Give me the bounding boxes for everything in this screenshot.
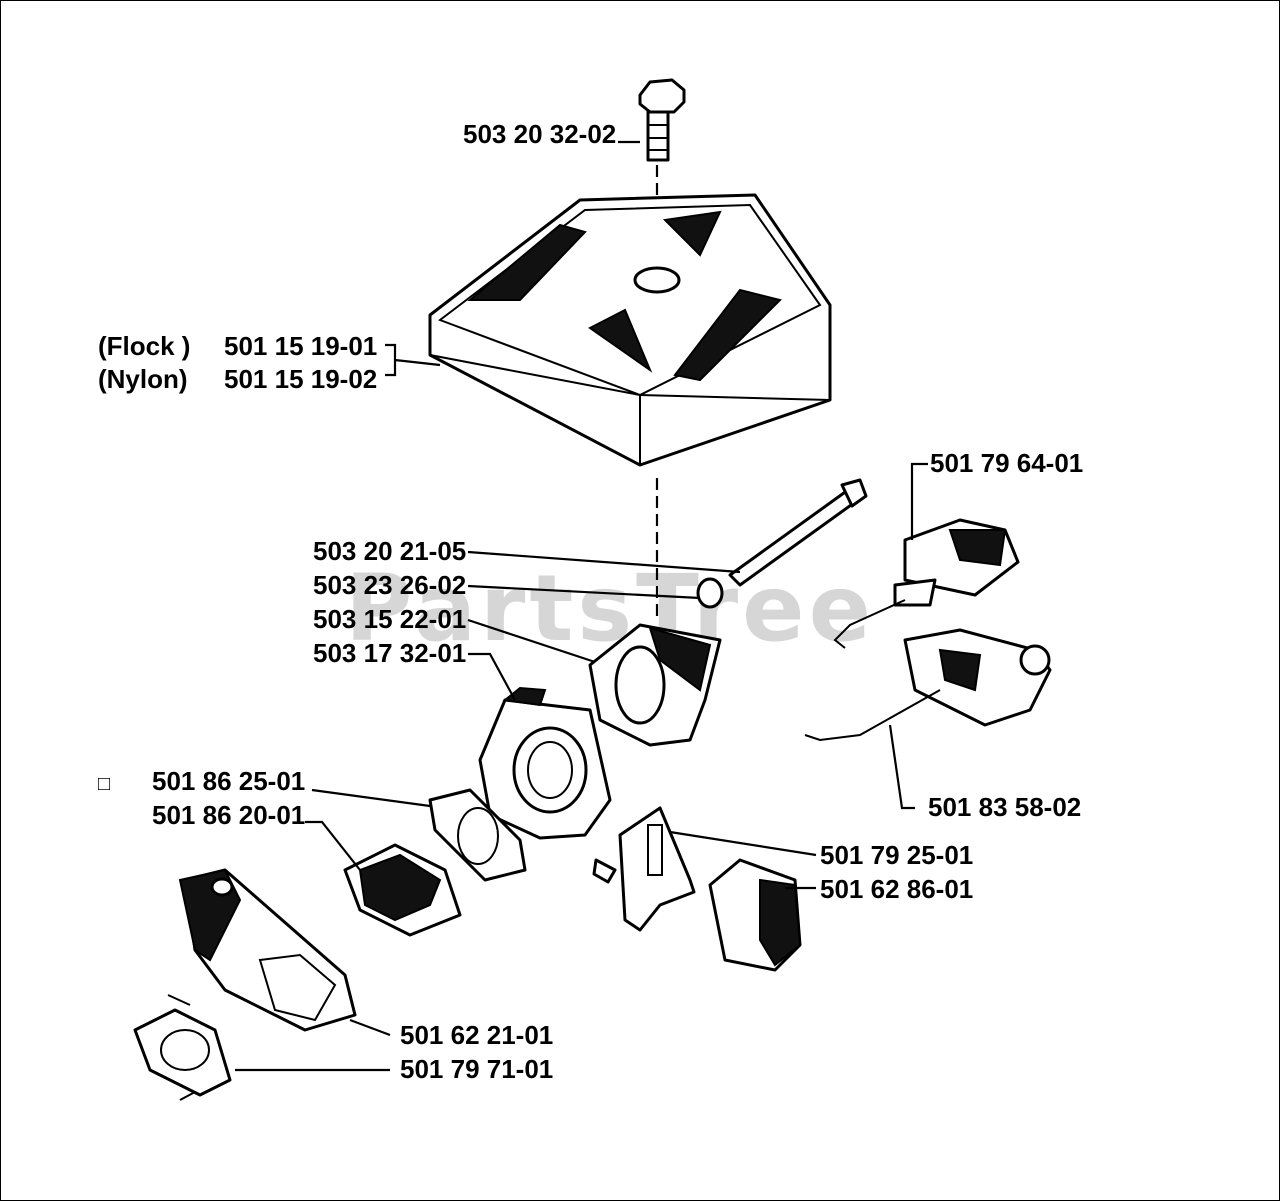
leader-washer bbox=[467, 584, 701, 600]
label-kit-square: □ bbox=[98, 773, 110, 795]
label-bolt-top: 503 20 32-02 bbox=[463, 119, 616, 149]
leader-adapter bbox=[467, 618, 596, 664]
plate[interactable] bbox=[618, 806, 696, 932]
gasket-block[interactable] bbox=[343, 843, 462, 937]
choke-lever[interactable] bbox=[833, 518, 1020, 649]
block[interactable] bbox=[708, 858, 802, 972]
label-washer: 503 23 26-02 bbox=[313, 570, 466, 600]
bolt-top[interactable] bbox=[638, 78, 686, 162]
leader-intake bbox=[349, 1018, 391, 1037]
adapter[interactable] bbox=[588, 623, 722, 747]
label-choke-lever: 501 79 64-01 bbox=[930, 448, 1083, 478]
leader-choke bbox=[910, 462, 928, 540]
label-throttle-rod: 501 83 58-02 bbox=[928, 792, 1081, 822]
flange[interactable] bbox=[133, 1008, 232, 1097]
flange-stud-top bbox=[167, 994, 191, 1006]
leader-screw bbox=[467, 550, 741, 574]
label-screw-long: 503 20 21-05 bbox=[313, 536, 466, 566]
washer[interactable] bbox=[696, 577, 724, 609]
leader-gasket bbox=[305, 820, 361, 871]
label-flock: (Flock ) bbox=[98, 331, 190, 361]
label-adapter: 503 15 22-01 bbox=[313, 604, 466, 634]
label-gasket: 501 86 20-01 bbox=[152, 800, 305, 830]
label-carburetor: 503 17 32-01 bbox=[313, 638, 466, 668]
watermark: PartsTree bbox=[345, 555, 875, 662]
label-nylon: (Nylon) bbox=[98, 364, 188, 394]
air-filter-cover[interactable] bbox=[428, 193, 832, 467]
screw-long[interactable] bbox=[728, 478, 868, 587]
carburetor[interactable] bbox=[478, 686, 617, 884]
label-plate: 501 79 25-01 bbox=[820, 840, 973, 870]
label-filter-flock: 501 15 19-01 bbox=[224, 331, 377, 361]
leader-carburetor bbox=[468, 652, 516, 701]
leader-filter bbox=[385, 343, 441, 377]
throttle-rod[interactable] bbox=[804, 628, 1052, 742]
gasket-small[interactable] bbox=[428, 788, 527, 882]
label-filter-nylon: 501 15 19-02 bbox=[224, 364, 377, 394]
intake[interactable] bbox=[178, 868, 357, 1032]
label-block: 501 62 86-01 bbox=[820, 874, 973, 904]
label-intake: 501 62 21-01 bbox=[400, 1020, 553, 1050]
label-flange: 501 79 71-01 bbox=[400, 1054, 553, 1084]
leader-plate bbox=[669, 830, 817, 857]
leader-gasket-kit bbox=[311, 788, 431, 808]
label-gasket-kit: 501 86 25-01 bbox=[152, 766, 305, 796]
flange-stud-bottom bbox=[179, 1091, 196, 1101]
leader-throttle bbox=[888, 724, 915, 810]
